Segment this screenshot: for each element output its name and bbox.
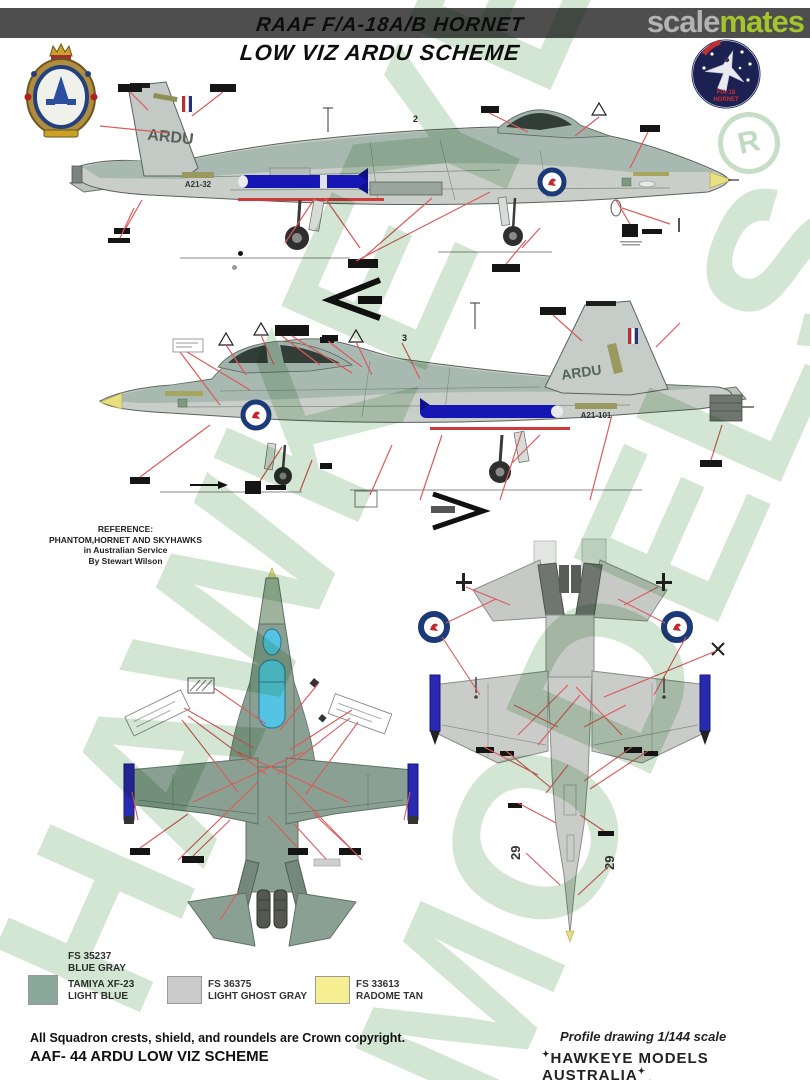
fs-number-3: FS 33613 [356, 979, 400, 990]
decal-star-marker [711, 642, 725, 656]
stray-dot-gray [232, 265, 237, 270]
patch-aircraft-type-label: F/A-18 [717, 90, 736, 96]
paint-swatch-blue-gray-fs-label: FS 35237 BLUE GRAY [68, 951, 126, 975]
sheet-code-title: AAF- 44 ARDU LOW VIZ SCHEME [30, 1048, 269, 1065]
scale-note: Profile drawing 1/144 scale [560, 1029, 727, 1044]
callout-digit-top-profile: 2 [413, 114, 418, 124]
decal-callout-boxes-bottom [130, 307, 722, 494]
star-decoration-left: ✦ [542, 1049, 551, 1059]
direction-arrow-right-icon [431, 491, 491, 531]
underside-view-drawing: 29 29 [418, 538, 725, 943]
side-profile-top-drawing: ARDU A21-32 [68, 81, 739, 272]
side-profile-bottom-drawing: ARDU A21-101 [98, 300, 754, 508]
crown-copyright-note: All Squadron crests, shield, and roundel… [30, 1031, 406, 1045]
paint-swatch-light-ghost-gray [167, 976, 202, 1004]
decal-t-marker-left [456, 573, 472, 591]
decal-callout-boxes-top [108, 84, 662, 272]
stencil-label-box-left [124, 689, 191, 737]
raaf-ardu-crest-icon [24, 42, 98, 138]
reference-line-3: in Australian Service [83, 545, 168, 555]
roundel-top-profile [537, 167, 567, 197]
direction-arrow-left-icon [321, 277, 382, 321]
station-number-left: 29 [508, 846, 523, 860]
paint-swatch-light-ghost-gray-label: FS 36375 LIGHT GHOST GRAY [208, 979, 307, 1003]
star-decoration-bottom: ✦ [646, 1078, 655, 1080]
scalemates-part1: scale [646, 4, 721, 39]
roundel-bottom-profile [240, 399, 272, 431]
fs-name-3: RADOME TAN [356, 991, 424, 1002]
test-store-blue [238, 167, 384, 201]
top-view-drawing [123, 567, 419, 947]
paint-swatch-radome-tan [315, 976, 350, 1004]
station-number-right: 29 [602, 856, 617, 870]
callout-digit-bottom-profile: 3 [402, 333, 407, 343]
callout-lines-underside [441, 586, 717, 896]
fa18-hornet-patch-icon: F/A-18 HORNET [691, 39, 761, 109]
reference-note: REFERENCE: PHANTOM,HORNET AND SKYHAWKS i… [28, 524, 223, 566]
fs-name-1: BLUE GRAY [68, 963, 126, 974]
reference-line-1: REFERENCE: [97, 524, 154, 534]
star-decoration-right: ✦ [637, 1066, 647, 1076]
patch-aircraft-name-label: HORNET [713, 97, 739, 103]
decal-boxes-underside [476, 747, 658, 836]
tail-ardu-logo-bottom: ARDU [560, 361, 602, 382]
serial-number-bottom-profile: A21-101 [581, 411, 612, 420]
alt-paint-1: TAMIYA XF-23 [68, 979, 135, 990]
paint-swatch-blue-gray [28, 975, 58, 1005]
publisher-name: HAWKEYE MODELS AUSTRALIA [542, 1050, 709, 1080]
page-subtitle: LOW VIZ ARDU SCHEME [238, 40, 522, 65]
callout-lines-top [99, 91, 671, 265]
publisher-logo: ✦HAWKEYE MODELS AUSTRALIA✦ ✦ [542, 1049, 810, 1080]
reference-line-2: PHANTOM,HORNET AND SKYHAWKS [48, 534, 202, 545]
hatched-decal-box [187, 677, 215, 694]
roundel-underside-left [418, 611, 450, 643]
reference-line-4: By Stewart Wilson [88, 555, 163, 566]
fs-number-1: FS 35237 [68, 951, 112, 962]
serial-number-top-profile: A21-32 [185, 180, 212, 189]
fs-number-2: FS 36375 [208, 979, 252, 990]
roundel-underside-right [661, 611, 693, 643]
paint-swatch-blue-gray-alt-label: TAMIYA XF-23 LIGHT BLUE [68, 979, 134, 1003]
stray-dot-dark [238, 251, 243, 256]
test-store-blue-2 [420, 398, 570, 430]
scalemates-watermark: scalemates [646, 4, 805, 40]
fs-name-2: LIGHT GHOST GRAY [208, 991, 308, 1002]
decal-t-marker-right [656, 573, 672, 591]
paint-swatch-radome-tan-label: FS 33613 RADOME TAN [356, 979, 423, 1003]
decal-boxes-top-view [130, 848, 361, 863]
page-title: RAAF F/A-18A/B HORNET [255, 14, 526, 36]
header-bar [0, 8, 810, 38]
callout-lines-bottom [139, 314, 723, 501]
scalemates-part2: mates [719, 4, 805, 39]
callout-lines-top-view [131, 683, 411, 921]
alt-paint-name-1: LIGHT BLUE [68, 991, 128, 1002]
